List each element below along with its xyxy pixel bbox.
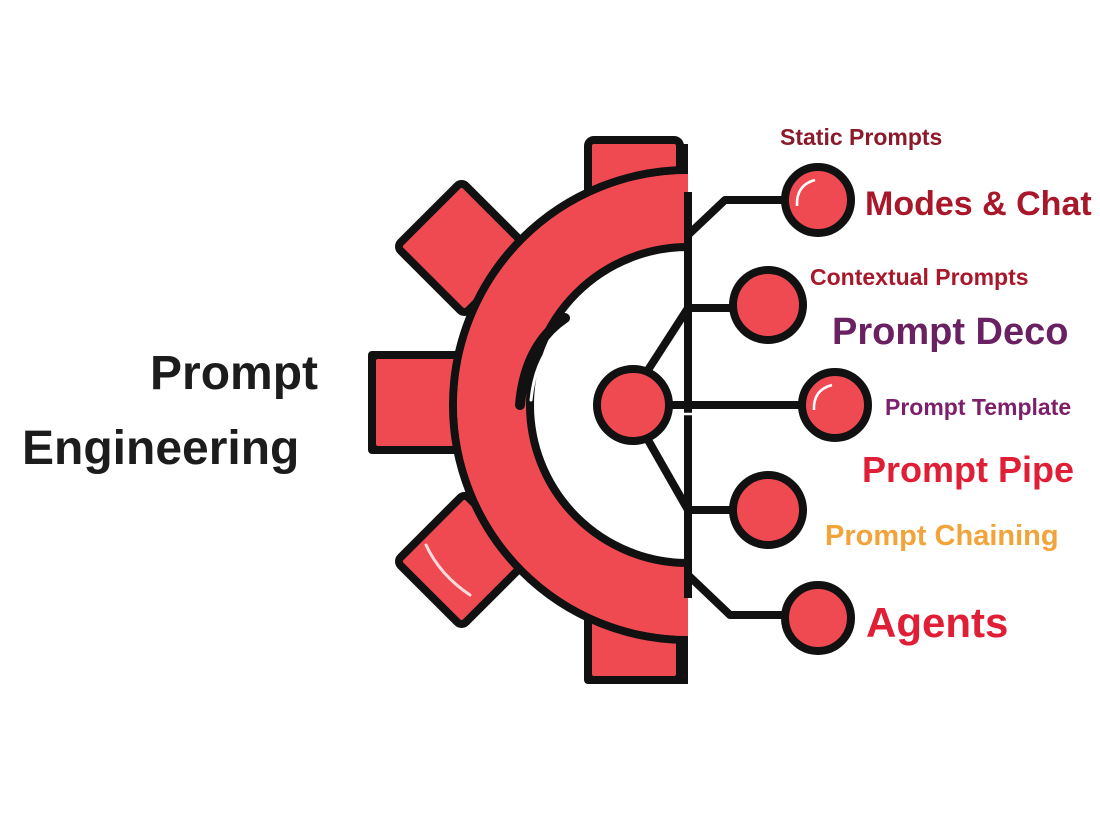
center-node: [593, 365, 673, 445]
node-prompt-pipe: [729, 471, 807, 549]
label-contextual-prompts: Contextual Prompts: [810, 264, 1029, 290]
title-line-1: Prompt: [150, 347, 318, 400]
connector-7: [644, 436, 692, 514]
label-prompt-pipe: Prompt Pipe: [862, 449, 1075, 490]
label-agents: Agents: [866, 599, 1009, 646]
end-nodes: [729, 163, 872, 655]
node-prompt-deco: [729, 266, 807, 344]
title-line-2: Engineering: [22, 422, 300, 475]
gear-highlight: [515, 313, 570, 410]
connector-1: [684, 196, 794, 239]
node-modes: [781, 163, 855, 237]
label-prompt-deco: Prompt Deco: [832, 311, 1069, 353]
connector-6: [644, 304, 692, 374]
node-prompt-template: [798, 368, 872, 442]
label-modes-chat: Modes & Chat: [865, 185, 1092, 223]
node-agents: [781, 581, 855, 655]
label-prompt-template: Prompt Template: [885, 394, 1072, 420]
label-static-prompts: Static Prompts: [780, 124, 943, 150]
label-prompt-chaining: Prompt Chaining: [825, 520, 1059, 552]
connector-5: [684, 571, 794, 619]
gear-icon: [368, 136, 688, 684]
